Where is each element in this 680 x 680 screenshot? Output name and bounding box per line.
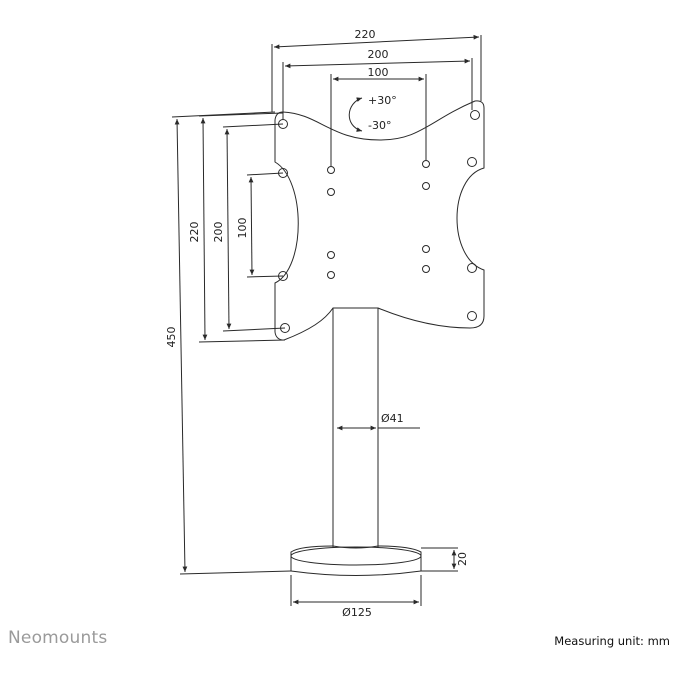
vesa-plate [274,100,485,341]
dim-line-100-height [248,176,255,276]
base [290,545,422,576]
label-100-height: 100 [236,218,249,239]
brand-logo: Neomounts [8,628,108,648]
label-rotation-plus: +30° [368,94,397,107]
dim-line-450-height [174,118,188,573]
dim-line-220-height [200,117,208,341]
label-200-width: 200 [368,48,389,61]
label-200-height: 200 [212,222,225,243]
label-base-height: 20 [456,552,469,566]
dim-line-200-height [224,128,232,330]
dim-line-220-width [273,34,480,50]
label-base-diameter: Ø125 [342,606,372,619]
label-220-height: 220 [188,222,201,243]
label-100-width: 100 [368,66,389,79]
label-pole-diameter: Ø41 [381,412,404,425]
rotation-arrow-icon [348,97,363,132]
label-450-height: 450 [165,327,178,348]
label-rotation-minus: -30° [368,119,391,132]
mounting-holes [278,110,480,333]
label-220-width: 220 [355,28,376,41]
measuring-unit-note: Measuring unit: mm [554,634,670,648]
dim-line-200-width [284,58,471,69]
